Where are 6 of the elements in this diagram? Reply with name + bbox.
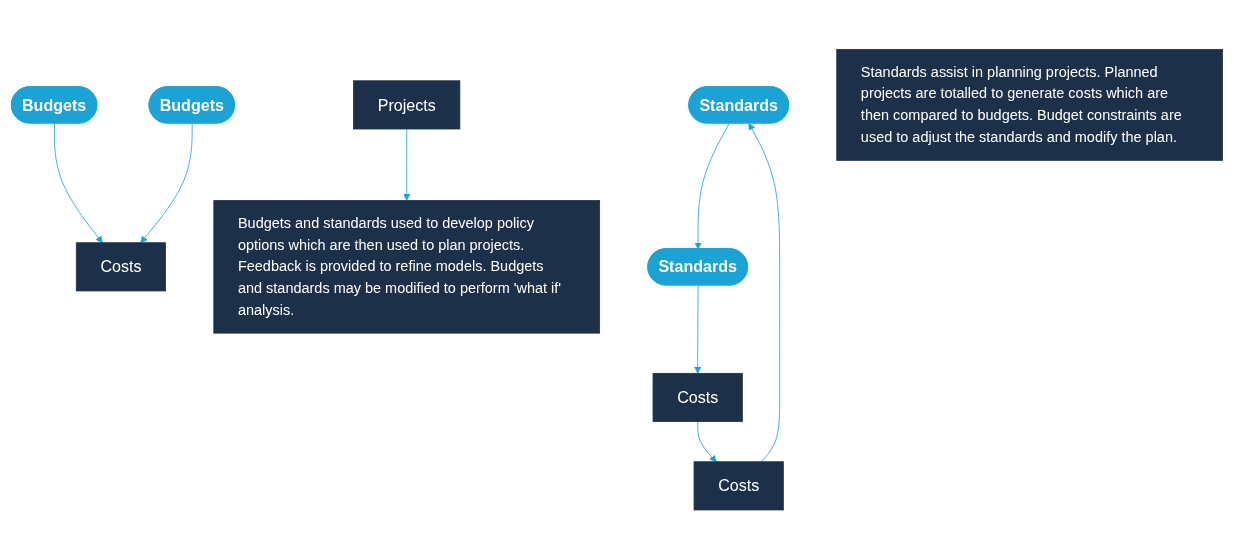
node-box: Standards assist in planning projects. Planned projects are totalled to generate costs which are then compared to budgets. Budget constraints are used to adjust the standards and modify the plan. — [836, 49, 1223, 162]
node-box: Costs — [652, 373, 743, 423]
node-box: Projects — [353, 80, 461, 130]
node-box: Costs — [693, 461, 784, 511]
node-box: Costs — [75, 242, 166, 292]
node-box: Budgets and standards used to develop policy options which are then used to plan projects. Feedback is provided to refine models. Budgets and standards may be modified to perform 'what if' analysis. — [213, 200, 600, 334]
